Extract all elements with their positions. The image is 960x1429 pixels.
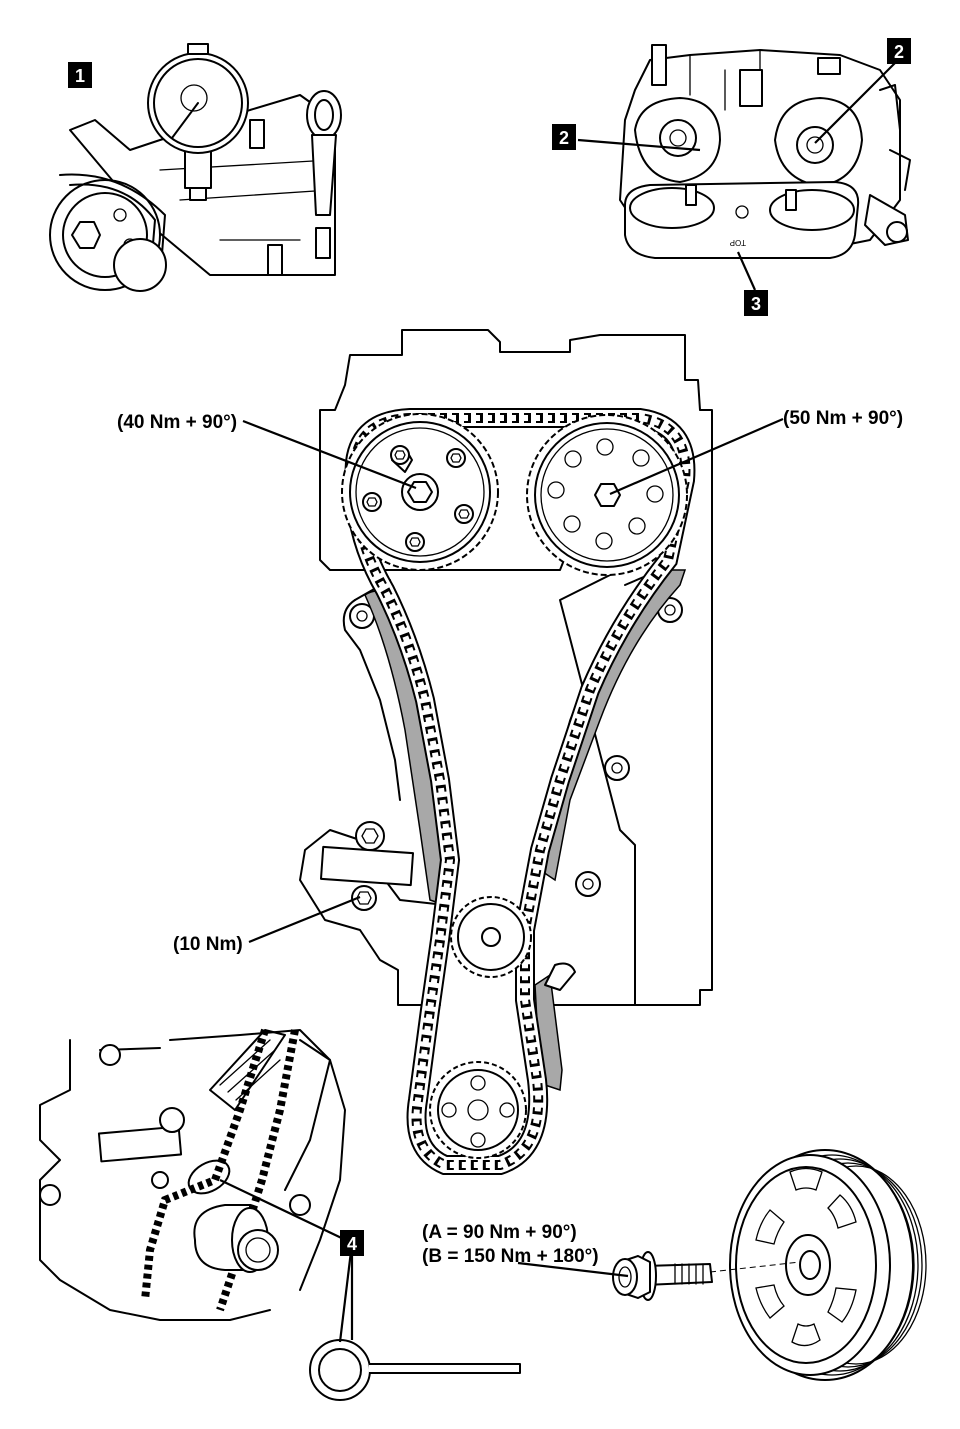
svg-text:2: 2 (559, 128, 569, 148)
callout-tag-2-right: 2 (887, 38, 911, 64)
intake-cam-sprocket (341, 413, 499, 571)
exhaust-cam-sprocket (526, 414, 688, 576)
svg-text:1: 1 (75, 66, 85, 86)
torque-label-intake-cam: (40 Nm + 90°) (117, 412, 237, 433)
locking-pin-tool (309, 1339, 521, 1401)
inset-camshaft-lock: TOP (619, 44, 911, 259)
callout-tag-1: 1 (68, 62, 92, 88)
svg-text:2: 2 (894, 42, 904, 62)
torque-label-pulley-b: (B = 150 Nm + 180°) (422, 1246, 599, 1267)
callout-tag-4: 4 (340, 1230, 364, 1256)
torque-label-tensioner: (10 Nm) (173, 934, 243, 955)
torque-label-exhaust-cam: (50 Nm + 90°) (783, 408, 903, 429)
callout-tag-3: 3 (744, 290, 768, 316)
plate-top-marking: TOP (730, 238, 746, 247)
svg-text:3: 3 (751, 294, 761, 314)
chain-tensioner (319, 845, 415, 911)
crankshaft-sprocket (429, 1061, 527, 1159)
main-timing-case (299, 329, 713, 1175)
inset-dial-gauge (49, 43, 342, 292)
inset-crank-lock (39, 1028, 521, 1401)
crank-pulley (729, 1149, 927, 1381)
svg-text:4: 4 (347, 1234, 357, 1254)
torque-label-pulley-a: (A = 90 Nm + 90°) (422, 1222, 577, 1243)
callout-tag-2-left: 2 (552, 124, 576, 150)
pulley-bolt (612, 1251, 801, 1301)
idler-sprocket (450, 896, 532, 978)
